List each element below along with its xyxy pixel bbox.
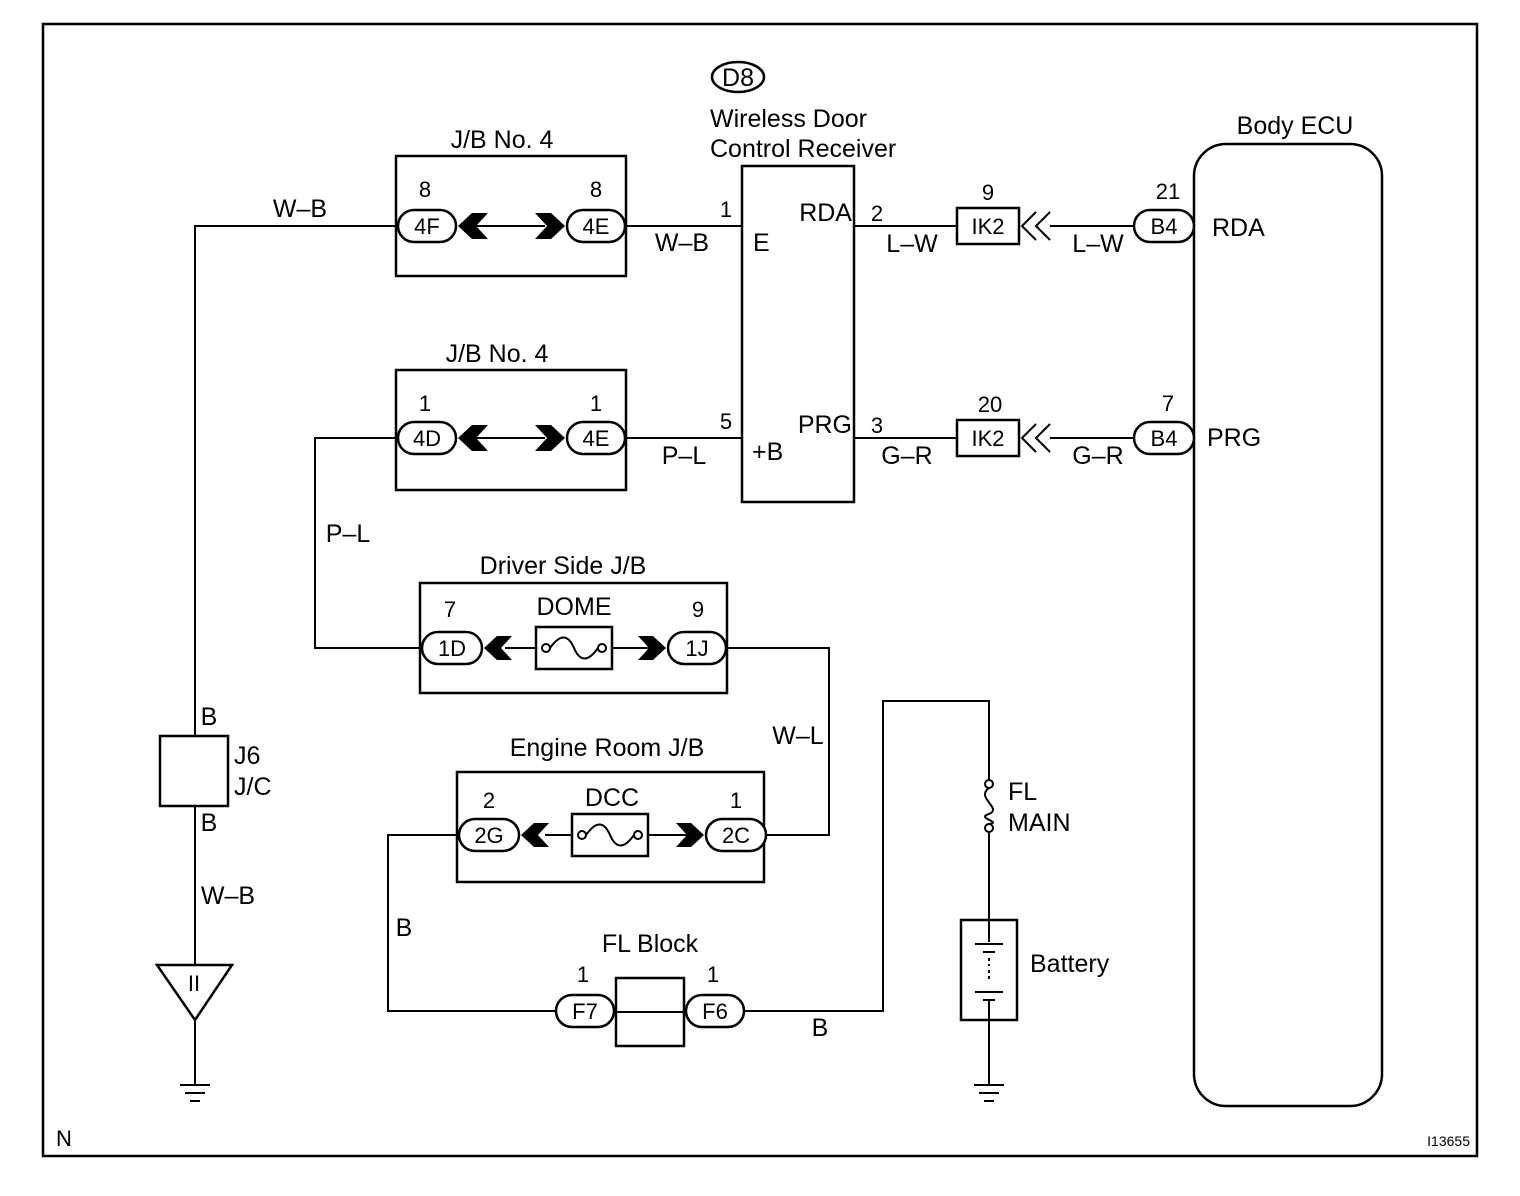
battery-label: Battery xyxy=(1030,950,1110,978)
wire-label-lw-left: L–W xyxy=(886,230,938,258)
pin-rda-number: 2 xyxy=(871,201,883,226)
pin-prg-number: 3 xyxy=(871,413,883,438)
driver-side-jb: Driver Side J/B 1D 7 DOME 1J 9 xyxy=(418,552,729,695)
ik2-bottom: IK2 20 xyxy=(955,392,1051,458)
battery: Battery xyxy=(959,918,1110,1022)
figure-id: I13655 xyxy=(1427,1133,1470,1149)
body-ecu-rda-pin: 21 xyxy=(1156,179,1180,204)
fl-block-right-connector: F6 xyxy=(702,999,728,1024)
body-ecu-prg: PRG xyxy=(1207,424,1261,452)
jb4-bottom-title: J/B No. 4 xyxy=(446,340,549,368)
driver-jb-left-connector: 1D xyxy=(438,636,466,661)
driver-jb-title: Driver Side J/B xyxy=(480,552,647,580)
jb4-top-right-pin: 8 xyxy=(590,177,602,202)
body-ecu-title: Body ECU xyxy=(1237,112,1354,140)
wire-label-wl: W–L xyxy=(772,722,824,750)
jc-top-pin: B xyxy=(201,703,218,731)
ground-icon xyxy=(180,1084,210,1102)
engine-jb-title: Engine Room J/B xyxy=(510,734,705,762)
driver-jb-right-connector: 1J xyxy=(685,636,708,661)
pin-e-number: 1 xyxy=(720,197,732,222)
engine-jb-left-pin: 2 xyxy=(483,788,495,813)
receiver-code: D8 xyxy=(722,64,754,92)
ground-point-ii: II xyxy=(154,963,235,1023)
dcc-fuse-label: DCC xyxy=(585,784,639,812)
corner-label: N xyxy=(56,1126,72,1151)
dome-fuse-label: DOME xyxy=(537,593,612,621)
engine-jb-right-connector: 2C xyxy=(722,823,750,848)
jb4-bottom-left-pin: 1 xyxy=(419,391,431,416)
pin-prg-label: PRG xyxy=(798,411,852,439)
driver-jb-right-pin: 9 xyxy=(692,597,704,622)
diagram-frame xyxy=(41,22,1479,1158)
wire-label-pl-right: P–L xyxy=(662,442,707,470)
ik2-bottom-pin: 20 xyxy=(978,392,1002,417)
jb-no4-top: J/B No. 4 4F 8 4E 8 xyxy=(394,126,628,278)
jb4-top-title: J/B No. 4 xyxy=(451,126,554,154)
ik2-top: IK2 9 xyxy=(955,180,1051,246)
wire-label-wb-bottom: W–B xyxy=(201,882,255,910)
wire-label-wb-top-right: W–B xyxy=(655,229,709,257)
ik2-top-pin: 9 xyxy=(982,180,994,205)
wire-label-b-engine: B xyxy=(396,914,413,942)
fl-block: FL Block F7 1 F6 1 xyxy=(554,930,746,1048)
jc-bottom-pin: B xyxy=(201,809,218,837)
wire-label-wb-top-left: W–B xyxy=(273,195,327,223)
jc-line1: J6 xyxy=(234,742,260,770)
wire-labels: W–B W–B P–L P–L L–W L–W G–R G–R W–L B B … xyxy=(201,195,1124,1042)
driver-jb-left-pin: 7 xyxy=(444,597,456,622)
jb4-bottom-left-connector: 4D xyxy=(413,426,441,451)
wire-label-gr-left: G–R xyxy=(881,442,932,470)
jb4-top-left-connector: 4F xyxy=(414,214,440,239)
receiver-name-line2: Control Receiver xyxy=(710,135,896,163)
pin-e-label: E xyxy=(753,229,770,257)
pin-b-number: 5 xyxy=(720,409,732,434)
engine-room-jb: Engine Room J/B 2G 2 DCC 2C 1 xyxy=(455,734,768,884)
fl-block-left-connector: F7 xyxy=(572,999,598,1024)
engine-jb-left-connector: 2G xyxy=(474,823,503,848)
fl-block-title: FL Block xyxy=(602,930,699,958)
ground-point-label: II xyxy=(188,971,200,996)
fl-block-right-pin: 1 xyxy=(707,962,719,987)
body-ecu-rda: RDA xyxy=(1212,214,1265,242)
wire-label-pl-left: P–L xyxy=(326,520,371,548)
wires xyxy=(194,225,1135,1085)
fl-main-line2: MAIN xyxy=(1008,809,1071,837)
jb-no4-bottom: J/B No. 4 4D 1 4E 1 xyxy=(394,340,628,492)
ik2-bottom-connector: IK2 xyxy=(971,426,1004,451)
pin-b-label: +B xyxy=(752,438,783,466)
wire-label-gr-right: G–R xyxy=(1072,442,1123,470)
receiver-name-line1: Wireless Door xyxy=(710,105,867,133)
jc-line2: J/C xyxy=(234,773,272,801)
jb4-bottom-right-connector: 4E xyxy=(583,426,610,451)
fl-block-left-pin: 1 xyxy=(577,962,589,987)
wireless-door-control-receiver: D8 Wireless Door Control Receiver 1 E 5 … xyxy=(710,60,896,504)
jb4-top-left-pin: 8 xyxy=(419,177,431,202)
wire-label-lw-right: L–W xyxy=(1072,230,1124,258)
engine-jb-right-pin: 1 xyxy=(730,788,742,813)
fl-main-line1: FL xyxy=(1008,778,1037,806)
wire-label-b-fl: B xyxy=(812,1014,829,1042)
pin-rda-label: RDA xyxy=(799,199,852,227)
ik2-top-connector: IK2 xyxy=(971,214,1004,239)
junction-connector-j6: B B J6 J/C xyxy=(158,703,272,837)
body-ecu: Body ECU RDA PRG B4 21 B4 7 xyxy=(1132,112,1384,1108)
body-ecu-prg-connector: B4 xyxy=(1151,426,1178,451)
body-ecu-rda-connector: B4 xyxy=(1151,214,1178,239)
jb4-top-right-connector: 4E xyxy=(583,214,610,239)
jb4-bottom-right-pin: 1 xyxy=(590,391,602,416)
body-ecu-prg-pin: 7 xyxy=(1162,391,1174,416)
ground-icon xyxy=(974,1084,1004,1102)
fl-main-fusible-link: FL MAIN xyxy=(984,778,1071,837)
